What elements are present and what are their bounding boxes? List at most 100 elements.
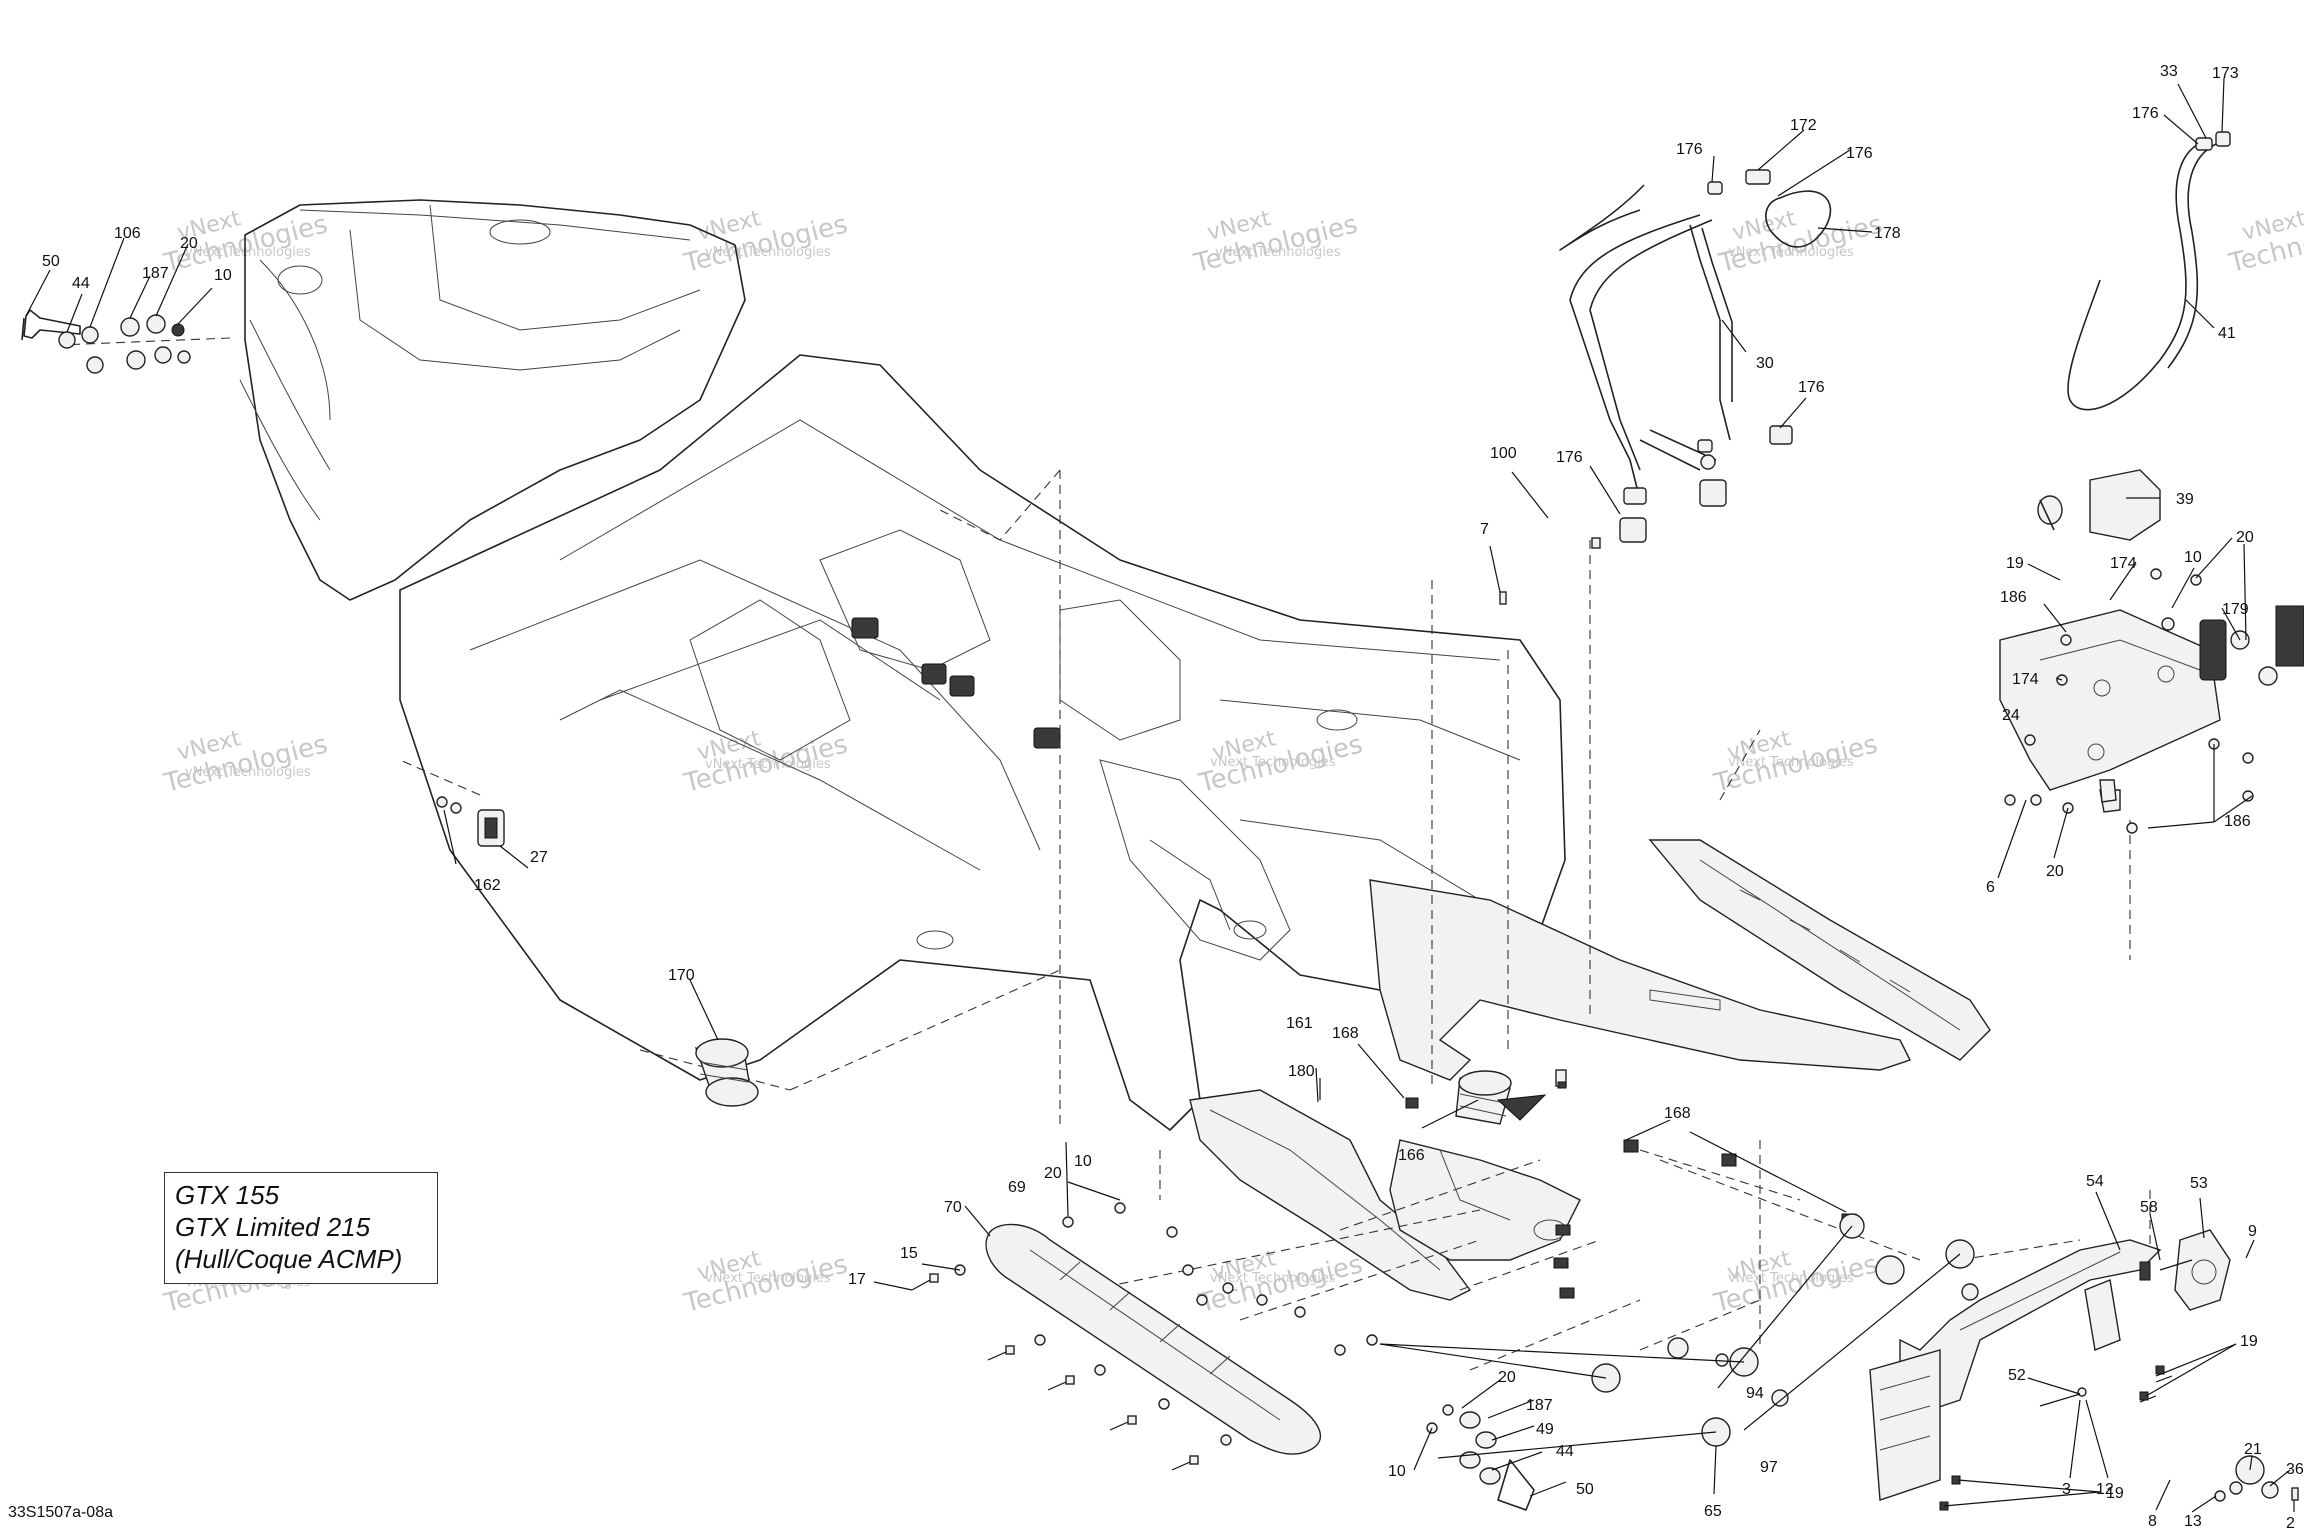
watermark: vNext Technologies [160,726,330,799]
vent-hose-top-right [2067,131,2231,411]
bilge-pump-bracket [1999,469,2304,834]
callout: 50 [42,253,60,270]
watermark-text: vNext Technologies [185,765,311,780]
callout: 2 [2286,1515,2295,1532]
watermark-text: vNext Technologies [705,1271,831,1286]
callout: 176 [2132,105,2159,122]
cover-clip [436,796,505,847]
assembly-lines [59,337,2151,1371]
callout: 97 [1760,1459,1778,1476]
watermark: vNext Technologies [2225,206,2304,279]
callout: 9 [2248,1223,2257,1240]
callout: 33 [2160,63,2178,80]
callout: 162 [474,877,501,894]
watermark: vNext Technologies [1190,206,1360,279]
callout: 41 [2218,325,2236,342]
callout: 39 [2176,491,2194,508]
deck-clip [851,617,879,639]
leader-lines [25,77,2295,1513]
model-line: GTX 155 [175,1180,280,1210]
callout: 178 [1874,225,1901,242]
callout: 94 [1746,1385,1764,1402]
callout: 170 [668,967,695,984]
drain-coupling [694,1038,759,1107]
callout: 65 [1704,1503,1722,1520]
callout: 168 [1664,1105,1691,1122]
callout: 106 [114,225,141,242]
left-strake [1189,1089,1472,1301]
tie-hook-hardware-front [1426,1404,1535,1511]
watermark-text: vNext Technologies [1728,1271,1854,1286]
deck-clip [1033,727,1061,749]
callout: 10 [1074,1153,1092,1170]
callout: 24 [2002,707,2020,724]
callout: 187 [142,265,169,282]
side-rail-left [985,1223,1322,1455]
callout: 36 [2286,1461,2304,1478]
callout: 186 [2224,813,2251,830]
callout: 187 [1526,1397,1553,1414]
pump-coupling [1455,1070,1547,1125]
callout: 20 [180,235,198,252]
watermark-text: vNext Technologies [1215,245,1341,260]
deck-clip [921,663,947,685]
hull-deck [239,199,1566,1131]
callout: 168 [1332,1025,1359,1042]
callout: 7 [1480,521,1489,538]
watermark: vNext Technologies [1195,726,1365,799]
callout: 54 [2086,1173,2104,1190]
callout: 30 [1756,355,1774,372]
callout: 20 [1498,1369,1516,1386]
callout: 49 [1536,1421,1554,1438]
callout: 179 [2222,601,2249,618]
callout: 8 [2148,1513,2157,1530]
watermark-text: vNext Technologies [1210,1271,1336,1286]
callout: 44 [1556,1443,1574,1460]
tie-hook-hardware-rear [21,309,191,374]
watermark-text: vNext Technologies [185,245,311,260]
callout: 19 [2006,555,2024,572]
deck-clip [949,675,975,697]
vent-hoses [1499,169,1832,605]
callout: 15 [900,1245,918,1262]
callout: 161 [1286,1015,1313,1032]
rail-screws [911,1202,1378,1471]
callout: 10 [2184,549,2202,566]
drain-plugs [1591,1213,1979,1447]
callout: 69 [1008,1179,1026,1196]
callout: 180 [1288,1063,1315,1080]
callout: 176 [1846,145,1873,162]
callout: 17 [848,1271,866,1288]
callout: 100 [1490,445,1517,462]
callout: 19 [2106,1485,2124,1502]
callout: 176 [1556,449,1583,466]
model-line: GTX Limited 215 [175,1212,371,1242]
deck-rear-extension [1369,879,1911,1081]
watermark-text: vNext Technologies [1728,245,1854,260]
callout: 20 [1044,1165,1062,1182]
callout: 53 [2190,1175,2208,1192]
callout: 10 [1388,1463,1406,1480]
callout: 174 [2012,671,2039,688]
watermark-text: vNext Technologies [1210,755,1336,770]
callout: 6 [1986,879,1995,896]
callout-labels: 50 44 106 187 20 10 27 162 170 161 168 1… [42,63,2304,1532]
model-applicability-box: GTX 155 GTX Limited 215 (Hull/Coque ACMP… [164,1172,438,1284]
callout: 20 [2046,863,2064,880]
model-line: (Hull/Coque ACMP) [175,1244,403,1274]
callout: 3 [2062,1481,2071,1498]
watermark: vNext Technologies [680,726,850,799]
callout: 176 [1798,379,1825,396]
callout: 27 [530,849,548,866]
callout: 166 [1398,1147,1425,1164]
callout: 173 [2212,65,2239,82]
callout: 20 [2236,529,2254,546]
callout: 13 [2184,1513,2202,1530]
callout: 21 [2244,1441,2262,1458]
watermark: vNext Technologies [680,206,850,279]
watermark: vNext Technologies [1715,206,1885,279]
callout: 12 [2096,1481,2114,1498]
callout: 70 [944,1199,962,1216]
watermark-text: vNext Technologies [705,757,831,772]
